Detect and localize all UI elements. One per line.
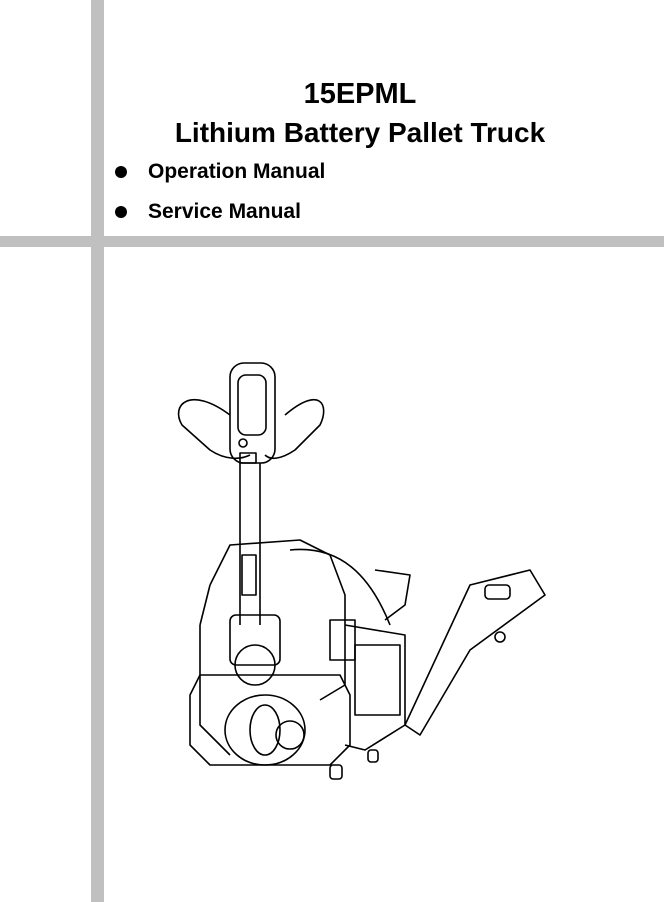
model-title: 15EPML [303, 78, 417, 110]
bullet-icon [115, 166, 127, 178]
contents-item: Operation Manual [115, 160, 325, 184]
pallet-truck-illustration [177, 362, 546, 780]
product-title: Lithium Battery Pallet Truck [174, 117, 546, 148]
contents-item: Service Manual [115, 200, 301, 224]
bullet-icon [115, 206, 127, 218]
vertical-divider-bar [91, 0, 104, 902]
contents-item-label: Operation Manual [148, 160, 326, 183]
contents-item-label: Service Manual [148, 200, 301, 223]
horizontal-divider-bar [0, 236, 664, 247]
